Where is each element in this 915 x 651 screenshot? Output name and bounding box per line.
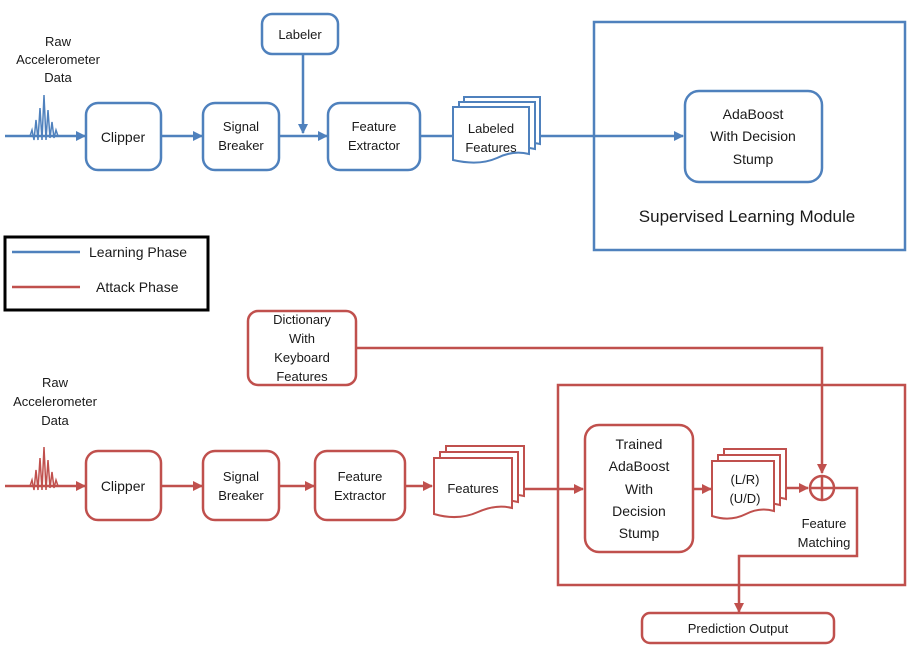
adaboost-label-1: AdaBoost <box>723 106 784 122</box>
signal-breaker-box <box>201 101 281 172</box>
attack-features-doc <box>433 445 525 518</box>
prediction-output-label: Prediction Output <box>688 621 789 636</box>
adaboost-label-3: Stump <box>733 151 774 167</box>
attack-signal-breaker-box <box>201 449 281 522</box>
feature-extractor-box <box>326 101 422 172</box>
adaboost-box <box>683 89 824 184</box>
attack-raw-data-label-3: Data <box>41 413 69 428</box>
direction-label-2: (U/D) <box>729 491 760 506</box>
signal-breaker-label-1: Signal <box>223 119 259 134</box>
attack-classification-module <box>556 383 907 587</box>
signal-breaker-label-2: Breaker <box>218 138 264 153</box>
labeled-features-label-2: Features <box>465 140 517 155</box>
labeled-features-label-1: Labeled <box>468 121 514 136</box>
labeled-features-doc <box>452 96 541 164</box>
trained-adaboost-label-3: With <box>625 481 653 497</box>
learning-phase-pipeline <box>5 12 907 252</box>
legend-attack-label: Attack Phase <box>96 279 179 295</box>
attack-feature-extractor-label-2: Extractor <box>334 488 387 503</box>
attack-phase-pipeline <box>5 309 907 645</box>
attack-clipper-label: Clipper <box>101 478 146 494</box>
trained-adaboost-label-5: Stump <box>619 525 660 541</box>
trained-adaboost-label-4: Decision <box>612 503 666 519</box>
feature-extractor-label-1: Feature <box>352 119 397 134</box>
direction-label-1: (L/R) <box>731 472 760 487</box>
legend: Learning Phase Attack Phase <box>3 235 210 312</box>
trained-adaboost-label-1: Trained <box>616 436 663 452</box>
attack-raw-data-label-1: Raw <box>42 375 69 390</box>
attack-features-label: Features <box>447 481 499 496</box>
attack-feature-extractor-label-1: Feature <box>338 469 383 484</box>
raw-signal-waveform <box>29 94 59 141</box>
attack-raw-signal-waveform <box>29 446 59 491</box>
dictionary-to-matching-arrow <box>356 346 827 474</box>
legend-box <box>3 235 210 312</box>
direction-doc <box>711 448 787 520</box>
adaboost-label-2: With Decision <box>710 128 796 144</box>
clipper-label: Clipper <box>101 129 146 145</box>
attack-raw-data-label-2: Accelerometer <box>13 394 97 409</box>
prediction-output-box <box>640 611 836 645</box>
attack-phase-labels: Dictionary With Keyboard Features Raw Ac… <box>13 312 850 636</box>
feature-extractor-label-2: Extractor <box>348 138 401 153</box>
dictionary-label-4: Features <box>276 369 328 384</box>
feature-matching-label-2: Matching <box>798 535 851 550</box>
trained-adaboost-label-2: AdaBoost <box>609 458 670 474</box>
dictionary-label-3: Keyboard <box>274 350 330 365</box>
raw-data-label-1: Raw <box>45 34 72 49</box>
feature-matching-label-1: Feature <box>802 516 847 531</box>
dictionary-label-1: Dictionary <box>273 312 331 327</box>
feature-matching-symbol <box>808 474 836 502</box>
attack-signal-breaker-label-2: Breaker <box>218 488 264 503</box>
matching-to-prediction-arrow <box>734 486 859 613</box>
labeler-label: Labeler <box>278 27 322 42</box>
raw-data-label-2: Accelerometer <box>16 52 100 67</box>
raw-data-label-3: Data <box>44 70 72 85</box>
supervised-learning-module <box>592 20 907 252</box>
attack-signal-breaker-label-1: Signal <box>223 469 259 484</box>
labeler-box <box>260 12 340 56</box>
dictionary-label-2: With <box>289 331 315 346</box>
learning-phase-labels: Raw Accelerometer Data Clipper Signal Br… <box>16 27 855 226</box>
attack-feature-extractor-box <box>313 449 407 522</box>
supervised-module-label: Supervised Learning Module <box>639 207 855 226</box>
legend-learning-label: Learning Phase <box>89 244 187 260</box>
